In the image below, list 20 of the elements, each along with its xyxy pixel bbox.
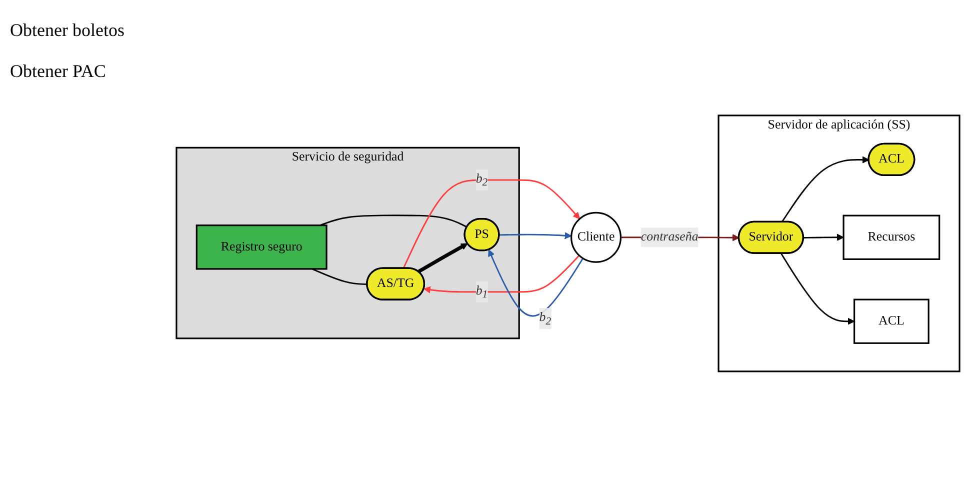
connector <box>320 214 468 228</box>
arrow <box>402 178 580 268</box>
node-box: Registro seguro <box>196 224 328 270</box>
arrow <box>781 156 870 222</box>
arrow <box>424 254 580 293</box>
node-box: Recursos <box>842 214 940 260</box>
edge-label: b$_{2}$ <box>476 171 488 188</box>
arrow <box>488 249 584 316</box>
edge-label: contraseña <box>640 230 698 244</box>
node-box: ACL <box>854 298 930 344</box>
arrow <box>417 242 468 273</box>
note-text: Obtener boletos <box>10 20 126 41</box>
edge-label: b$_{2}$ <box>539 310 552 326</box>
arrow <box>499 232 572 239</box>
arrow <box>804 233 844 240</box>
edge-label: b$_{1}$ <box>476 283 488 300</box>
note-text: Obtener PAC <box>10 61 107 82</box>
arrow <box>780 252 855 324</box>
connector <box>312 268 368 285</box>
node-circle: Cliente <box>570 211 622 262</box>
